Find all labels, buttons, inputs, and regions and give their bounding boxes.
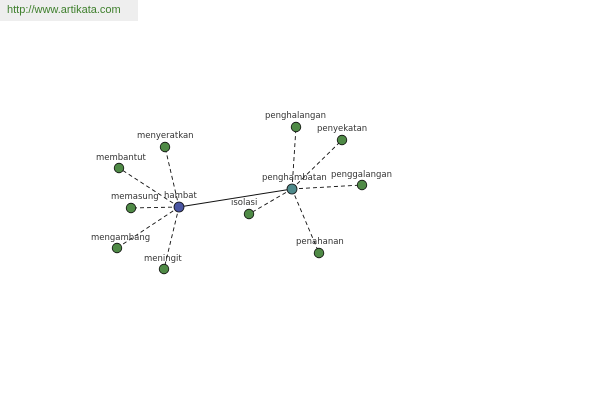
source-link[interactable]: http://www.artikata.com: [7, 4, 121, 16]
node-dot-isolasi[interactable]: [243, 208, 255, 220]
node-dot-penghambatan[interactable]: [286, 183, 298, 195]
node-dot-penahanan[interactable]: [313, 247, 325, 259]
node-isolasi[interactable]: isolasi: [231, 198, 257, 220]
edge-hambat-mengambang: [116, 206, 180, 249]
node-label-penghalangan: penghalangan: [265, 111, 326, 121]
edges-layer: [116, 126, 363, 270]
node-meningit[interactable]: meningit: [144, 254, 182, 275]
node-penggalangan[interactable]: penggalangan: [331, 170, 392, 191]
node-dot-membantut[interactable]: [113, 162, 125, 174]
node-dot-mengambang[interactable]: [111, 242, 123, 254]
edge-penghambatan-penghalangan: [291, 126, 297, 190]
node-penghalangan[interactable]: penghalangan: [265, 111, 326, 133]
node-label-membantut: membantut: [96, 153, 147, 163]
node-label-meningit: meningit: [144, 254, 182, 264]
edge-hambat-menyeratkan: [164, 146, 180, 208]
node-dot-penghalangan[interactable]: [290, 121, 302, 133]
edge-hambat-penghambatan: [178, 188, 293, 208]
source-banner: http://www.artikata.com: [0, 0, 138, 21]
node-hambat[interactable]: hambat: [164, 191, 197, 213]
node-label-menyeratkan: menyeratkan: [137, 131, 194, 141]
node-penghambatan[interactable]: penghambatan: [262, 173, 327, 195]
node-label-penahanan: penahanan: [296, 237, 344, 247]
node-label-mengambang: mengambang: [91, 233, 150, 243]
node-label-penghambatan: penghambatan: [262, 173, 327, 183]
node-dot-hambat[interactable]: [173, 201, 185, 213]
node-penahanan[interactable]: penahanan: [296, 237, 344, 259]
edge-penghambatan-penyekatan: [291, 139, 343, 190]
node-dot-penyekatan[interactable]: [336, 134, 348, 146]
edge-hambat-meningit: [163, 206, 180, 270]
node-label-memasung: memasung: [111, 192, 159, 202]
edge-penghambatan-isolasi: [248, 188, 293, 215]
node-dot-memasung[interactable]: [125, 202, 137, 214]
node-dot-menyeratkan[interactable]: [159, 141, 171, 153]
node-dot-penggalangan[interactable]: [356, 179, 368, 191]
edge-hambat-membantut: [118, 167, 180, 208]
node-memasung[interactable]: memasung: [111, 192, 159, 214]
node-menyeratkan[interactable]: menyeratkan: [137, 131, 194, 153]
edge-hambat-memasung: [130, 206, 180, 209]
node-label-penyekatan: penyekatan: [317, 124, 367, 134]
node-label-isolasi: isolasi: [231, 198, 257, 208]
node-penyekatan[interactable]: penyekatan: [317, 124, 367, 146]
nodes-layer: hambat penghambatan menyeratkan membantut me…: [91, 111, 392, 275]
edge-penghambatan-penahanan: [291, 188, 320, 254]
node-label-hambat: hambat: [164, 191, 197, 201]
node-label-penggalangan: penggalangan: [331, 170, 392, 180]
node-dot-meningit[interactable]: [158, 263, 170, 275]
edge-penghambatan-penggalangan: [291, 184, 363, 190]
node-mengambang[interactable]: mengambang: [91, 233, 150, 254]
node-membantut[interactable]: membantut: [96, 153, 147, 174]
